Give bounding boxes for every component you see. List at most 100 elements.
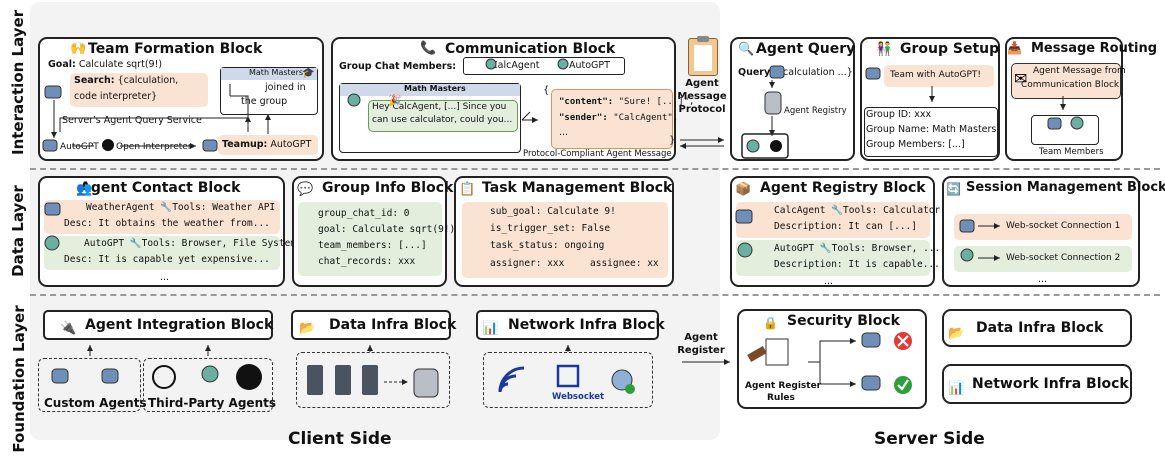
layer-divider xyxy=(30,294,1160,296)
group-request-box xyxy=(884,65,994,87)
json-close: } xyxy=(669,135,676,146)
magnifier-icon: 🔍 xyxy=(738,40,754,57)
registry-r2-tools: Tools: Browser, ... xyxy=(831,243,941,254)
member-calcagent: CalcAgent xyxy=(491,60,540,71)
refresh-icon: 🔄 xyxy=(946,182,961,196)
clipboard-icon xyxy=(688,36,718,76)
routed-msg-1: Agent Message from xyxy=(1033,66,1126,76)
rules-line-2: Rules xyxy=(767,393,795,403)
plug-icon: 🔌 xyxy=(60,320,76,336)
group-info-f2: goal: Calculate sqrt(9!) xyxy=(318,224,456,235)
task-f2: is_trigger_set: False xyxy=(490,223,611,234)
agent-query-title: Agent Query xyxy=(756,41,856,57)
routed-msg-2: Communication Block xyxy=(1021,80,1120,90)
session-conn-1: Web-socket Connection 1 xyxy=(1006,221,1121,231)
registry-row-2 xyxy=(736,240,930,276)
query-label: Query: xyxy=(738,67,774,78)
task-fields xyxy=(462,202,668,278)
openai-icon xyxy=(152,365,176,389)
client-side-label: Client Side xyxy=(288,429,392,449)
lock-icon: 🔒 xyxy=(763,316,778,330)
network-infra-components xyxy=(483,352,653,408)
search-box xyxy=(70,73,208,107)
contact-r2-tools: Tools: Browser, File System xyxy=(141,238,297,249)
third-party-agents-group xyxy=(143,358,273,412)
teamup-text: AutoGPT xyxy=(270,139,312,150)
inbox-icon: 📥 xyxy=(1007,41,1022,55)
routed-message-box xyxy=(1011,63,1121,99)
data-infra-title: Data Infra Block xyxy=(329,317,457,333)
chat-bubble xyxy=(368,100,518,132)
check-badge-icon xyxy=(625,384,635,394)
custom-agents-group xyxy=(38,358,141,412)
accept-icon xyxy=(894,376,912,394)
agent-registry-title: Agent Registry Block xyxy=(760,180,926,196)
json-open: { xyxy=(543,85,550,96)
contact-r2-name: AutoGPT xyxy=(84,238,125,249)
team-formation-title: Team Formation Block xyxy=(88,41,263,57)
contact-r2-desc: Desc: It is capable yet expensive... xyxy=(64,254,270,265)
server-network-infra-title: Network Infra Block xyxy=(972,376,1129,392)
bar-chart-icon: 📊 xyxy=(948,380,964,396)
service-label: Server's Agent Query Service xyxy=(62,115,202,126)
server-icon xyxy=(307,365,378,395)
contact-r1-desc: Desc: It obtains the weather from... xyxy=(64,218,270,229)
contacts-icon: 👥 xyxy=(76,182,92,197)
json-more: ... xyxy=(559,127,569,138)
document-icon xyxy=(765,338,789,366)
data-infra-components xyxy=(296,352,450,408)
protocol-line-2: Message xyxy=(677,91,727,102)
group-name: Group Name: Math Masters xyxy=(866,124,997,135)
group-members: Group Members: [...] xyxy=(866,139,965,150)
search-text-2: code interpreter} xyxy=(74,91,158,102)
communication-title: Communication Block xyxy=(445,41,616,57)
custom-agents-label: Custom Agents xyxy=(44,396,147,410)
registry-r2-name: AutoGPT xyxy=(774,243,815,254)
message-routing-title: Message Routing xyxy=(1031,41,1158,56)
server-network-infra-block: Network Infra Block xyxy=(942,364,1132,404)
task-management-block: Task Management Block sub_goal: Calculat… xyxy=(454,176,674,287)
task-f5: assignee: xx xyxy=(590,258,659,269)
protocol-line-1: Agent xyxy=(685,78,719,89)
folder-icon: 📂 xyxy=(948,326,964,341)
websocket-label: Websocket xyxy=(552,392,605,402)
phone-icon: 📞 xyxy=(420,39,437,56)
group-window: Math Masters joined in the group xyxy=(220,67,318,115)
session-row-1 xyxy=(954,214,1132,240)
agent-open-interpreter-label: Open Interpreter xyxy=(116,142,192,152)
party-icon: 🎉 xyxy=(388,94,402,107)
third-party-agents-label: Third-Party Agents xyxy=(148,396,276,410)
registry-r1-name: CalcAgent xyxy=(774,205,826,216)
session-management-title: Session Management Block xyxy=(966,180,1165,195)
folder-icon: 📂 xyxy=(299,321,315,336)
team-formation-block: Team Formation Block Goal: Calculate sqr… xyxy=(38,37,324,161)
group-request-text: Team with AutoGPT! xyxy=(890,70,982,80)
goal-label: Goal: xyxy=(48,59,76,70)
registry-r1-tools: Tools: Calculator xyxy=(843,205,941,216)
group-id: Group ID: xxx xyxy=(866,109,932,120)
chat-window-title: Math Masters xyxy=(404,84,466,93)
robot-icon xyxy=(42,65,1062,391)
rules-line-1: Agent Register xyxy=(745,381,822,391)
json-content-val: "Sure! [...]", xyxy=(618,97,695,107)
agent-register-line-1: Agent xyxy=(684,332,718,343)
contact-row-2 xyxy=(44,236,280,270)
octopus-icon xyxy=(44,58,1084,383)
server-side-label: Server Side xyxy=(874,429,985,449)
group-info-f4: chat_records: xxx xyxy=(318,256,416,267)
contact-r1-name: WeatherAgent xyxy=(86,202,155,213)
json-content-key: "content": xyxy=(559,97,614,107)
websocket-icon xyxy=(556,364,580,388)
speech-bubble-icon: 💬 xyxy=(297,181,313,197)
teamup-label: Teamup: xyxy=(222,139,268,150)
session-management-block: Session Management Block Web-socket Conn… xyxy=(942,176,1165,287)
chat-window: Math Masters Hey CalcAgent, [...] Since … xyxy=(339,83,521,153)
group-info-title: Group Info Block xyxy=(322,180,454,196)
bar-chart-icon: 📊 xyxy=(482,320,498,336)
protocol-caption: Protocol-Compliant Agent Message xyxy=(523,149,672,159)
query-text: {calculation ...} xyxy=(777,67,853,78)
communication-block: Communication Block Group Chat Members: … xyxy=(331,37,694,161)
group-info-f1: group_chat_id: 0 xyxy=(318,208,410,219)
task-f3: task_status: ongoing xyxy=(490,240,605,251)
